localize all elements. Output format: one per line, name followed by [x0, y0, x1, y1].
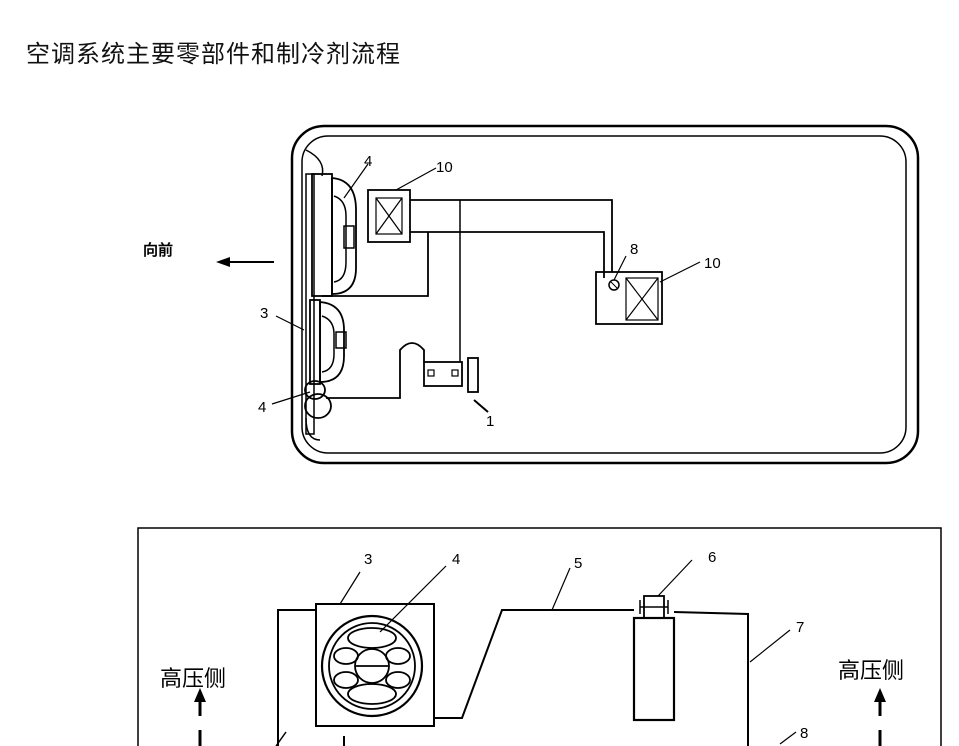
condenser-fan-box: [315, 603, 435, 727]
label-4-top: 4: [364, 153, 372, 170]
vehicle-body-outer: [290, 124, 920, 465]
upper-fan-assembly: [311, 173, 357, 297]
front-evaporator: [367, 189, 411, 243]
high-side-label-right: 高压侧: [838, 659, 904, 684]
receiver-drier: [632, 595, 676, 722]
label-10-front: 10: [436, 159, 453, 176]
label-8-top: 8: [630, 241, 638, 258]
refrigerant-flow-diagram: 3 4 5 6 7 8 高压侧 高压侧: [137, 527, 942, 746]
label-3-flow: 3: [364, 551, 372, 568]
label-4-bottom: 4: [258, 399, 266, 416]
high-side-left-indicator: [194, 688, 206, 746]
label-4-flow: 4: [452, 551, 460, 568]
vehicle-body-inner: [301, 135, 907, 454]
high-side-label-left: 高压侧: [160, 667, 226, 692]
label-8-flow: 8: [800, 725, 808, 742]
high-side-right-indicator: [874, 688, 886, 746]
label-7-flow: 7: [796, 619, 804, 636]
rear-evaporator: [595, 271, 663, 325]
label-3-top: 3: [260, 305, 268, 322]
lower-fan-assembly: [309, 299, 347, 385]
label-6-flow: 6: [708, 549, 716, 566]
flow-frame: [137, 527, 942, 746]
label-1: 1: [486, 413, 494, 430]
label-5-flow: 5: [574, 555, 582, 572]
condenser-fan-ring: [320, 614, 424, 718]
page-title: 空调系统主要零部件和制冷剂流程: [26, 40, 401, 68]
forward-arrow-icon: [216, 257, 274, 267]
compressor: [423, 357, 479, 393]
fan-blades-icon: [333, 627, 411, 705]
forward-label: 向前: [143, 241, 173, 259]
vehicle-top-view-diagram: 向前: [143, 124, 920, 465]
label-10-rear: 10: [704, 255, 721, 272]
